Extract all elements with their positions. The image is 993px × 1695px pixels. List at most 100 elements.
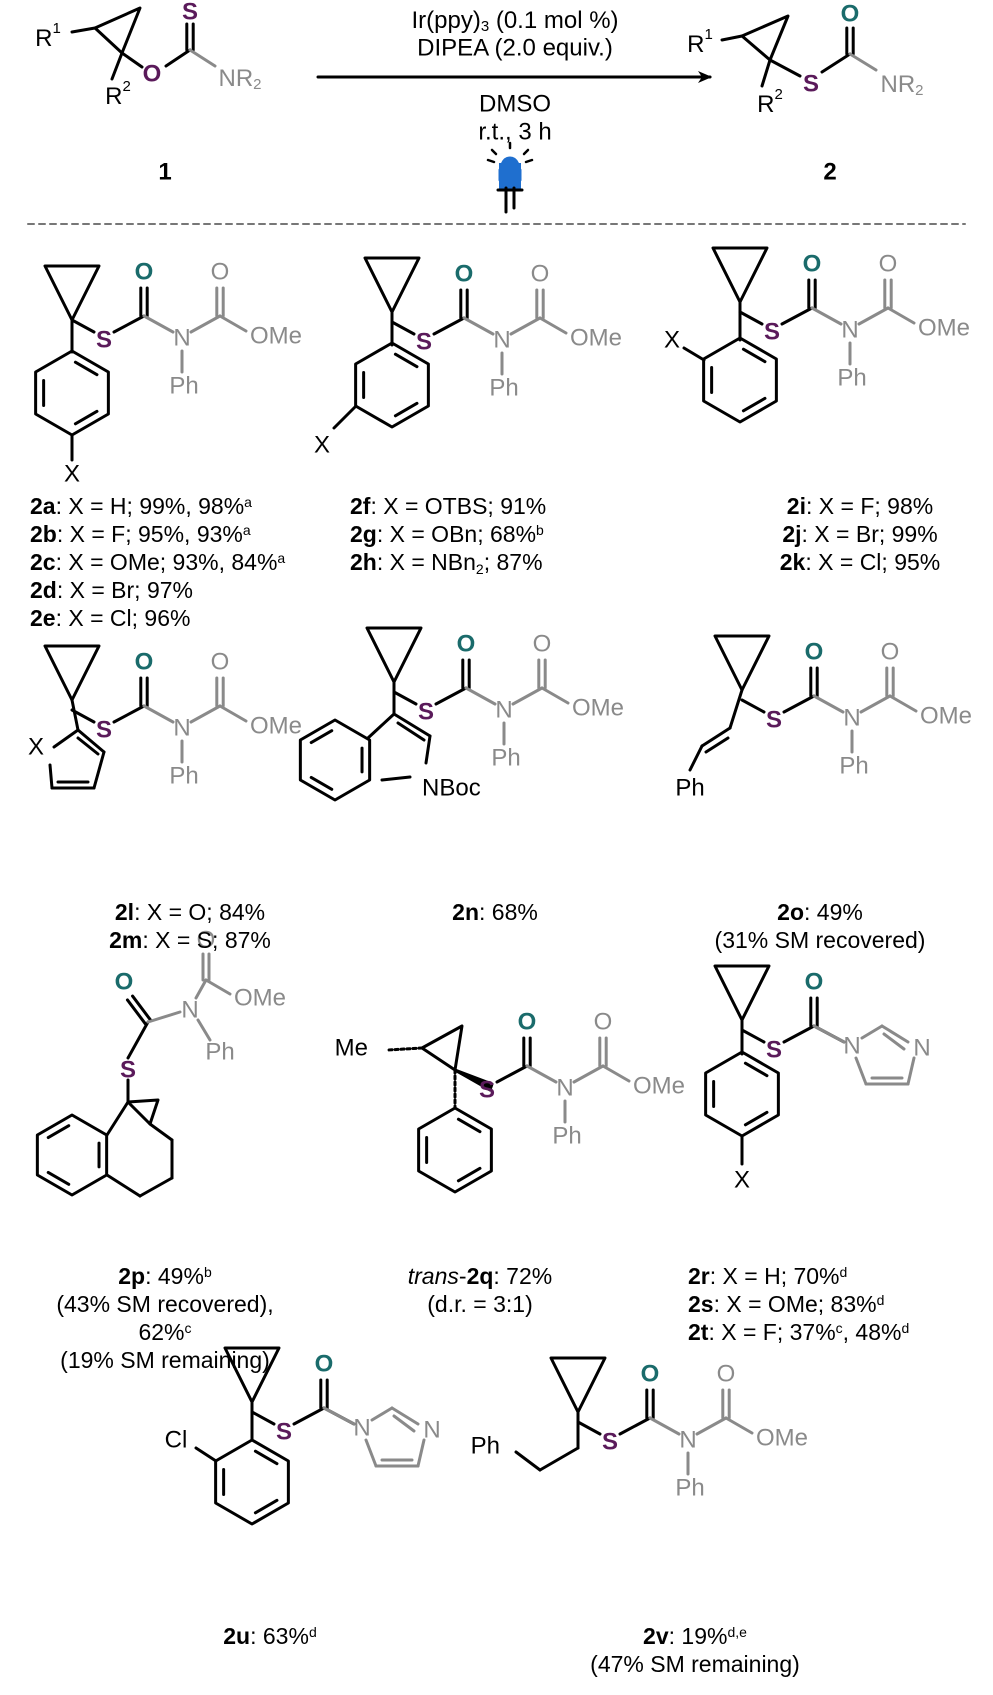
phenyl-label: Ph [552,1123,581,1150]
c-ome-bond [886,306,916,325]
sulfur-atom: S [276,1419,292,1446]
ring-bond [48,763,54,790]
s-c-bond [780,306,814,326]
cyclopropane-ring [420,1024,464,1072]
caption-line: 2t: X = F; 37%c, 48%d [688,1318,978,1346]
imidazole-n1: N [843,1033,860,1060]
carbonyl-oxygen: O [805,969,824,996]
caption-n: 2n: 68% [410,898,580,926]
c-s-bond [768,58,802,78]
cyclopropane-ring [711,246,769,304]
carbonyl-oxygen: O [803,251,822,278]
cyclopropane-ring [93,6,142,55]
caption-line: (47% SM remaining) [530,1650,860,1678]
phenyl-ring [417,1106,493,1194]
compound-id: 2l [114,899,135,925]
caption-sup: c [184,1320,192,1336]
caption-line: 2i: X = F; 98% [760,492,960,520]
r1-label: R1 [687,26,713,58]
caption-text: (47% SM remaining) [590,1651,800,1677]
caption-sup: d [839,1264,848,1280]
caption-line: (d.r. = 3:1) [380,1290,580,1318]
caption-sup: a [244,494,252,510]
c-s-bond [738,310,764,326]
aryl-bond [70,698,80,732]
carbonyl-oxygen: O [841,1,860,28]
caption-text: : X = O; 84% [134,899,266,925]
cl-bond [194,1446,218,1463]
carbonyl-oxygen: O [805,639,824,666]
vinyl-bond [688,744,704,772]
caption-text: : X = OTBS; 91% [370,493,547,519]
c-n-bond [142,704,175,724]
c-o-double-bond [535,288,545,320]
caption-sup: d [308,1624,317,1640]
aromatic-bond [73,409,99,426]
compound-id: 2d [30,577,57,603]
caption-line: trans-2q: 72% [380,1262,580,1290]
blue-led-icon [486,141,534,214]
ester-oxygen: O [211,259,230,286]
compound-id: 2o [777,899,804,925]
s-c-bond [112,314,146,334]
c-n-bond [322,1406,356,1426]
c-s-bond [740,1028,766,1044]
caption-text: : X = H; 99%, 98% [55,493,245,519]
caption-line: 2c: X = OMe; 93%, 84%a [30,548,350,576]
c-o-double-bond [885,666,895,698]
aromatic-bond [46,1170,71,1186]
r2-bond [760,58,772,88]
caption-text: : X = F; 37% [708,1319,836,1345]
caption-sup: a [242,522,251,538]
nitrogen-atom: N [173,715,190,742]
ring-bond [380,775,412,782]
ester-oxygen: O [717,1361,736,1388]
caption-line: 2o: 49% [670,898,970,926]
nitrogen-atom: N [679,1427,696,1454]
nboc-label: NBoc [422,775,481,802]
caption-line: 2v: 19%d,e [530,1622,860,1650]
ester-oxygen: O [594,1009,613,1036]
caption-line: 2b: X = F; 95%, 93%a [30,520,350,548]
caption-line: 2a: X = H; 99%, 98%a [30,492,350,520]
c-n-bond [810,306,843,326]
aromatic-bond [741,347,767,364]
carbonyl-oxygen: O [135,649,154,676]
c-ome-bond [218,704,248,723]
caption-line: 2h: X = NBn2; 87% [350,548,650,576]
vinyl-bond [728,688,744,730]
time-label: r.t., 3 h [478,119,551,146]
caption-text: (31% SM recovered) [714,927,926,953]
ester-oxygen: O [533,631,552,658]
caption-line: 2l: X = O; 84% [70,898,310,926]
aromatic-bond [741,396,767,413]
c-ome-bond [538,316,568,335]
aromatic-bond [309,775,334,791]
n-c-bond [511,686,544,706]
carbonyl-oxygen: O [315,1351,334,1378]
carbonyl-oxygen: O [135,259,154,286]
caption-line: 2m: X = S; 87% [70,926,310,954]
c-o-double-bond [537,658,547,690]
alkyl-bond [514,1450,542,1472]
phenyl-label: Ph [491,745,520,772]
phenyl-label: Ph [169,763,198,790]
ester-oxygen: O [197,927,216,954]
compound-id: 2k [779,549,806,575]
c-n-bond [188,48,217,68]
c-s-bond [576,1420,602,1436]
caption-text: : 72% [493,1263,553,1289]
methoxy-label: OMe [570,325,622,352]
caption-line: 2r: X = H; 70%d [688,1262,978,1290]
caption-line: 2u: 63%d [200,1622,340,1650]
n-ph-bond [196,1018,212,1042]
n-c-bond [194,978,208,1000]
nitrogen-atom: N [181,997,198,1024]
aromatic-bond [309,729,334,745]
nr2-label: NR2 [218,65,261,93]
ring-bond [366,712,396,740]
caption-lm: 2l: X = O; 84%2m: X = S; 87% [70,898,310,954]
s-c-bond [618,1416,652,1436]
c-s-bond [740,698,766,714]
aromatic-bond [46,1124,71,1140]
